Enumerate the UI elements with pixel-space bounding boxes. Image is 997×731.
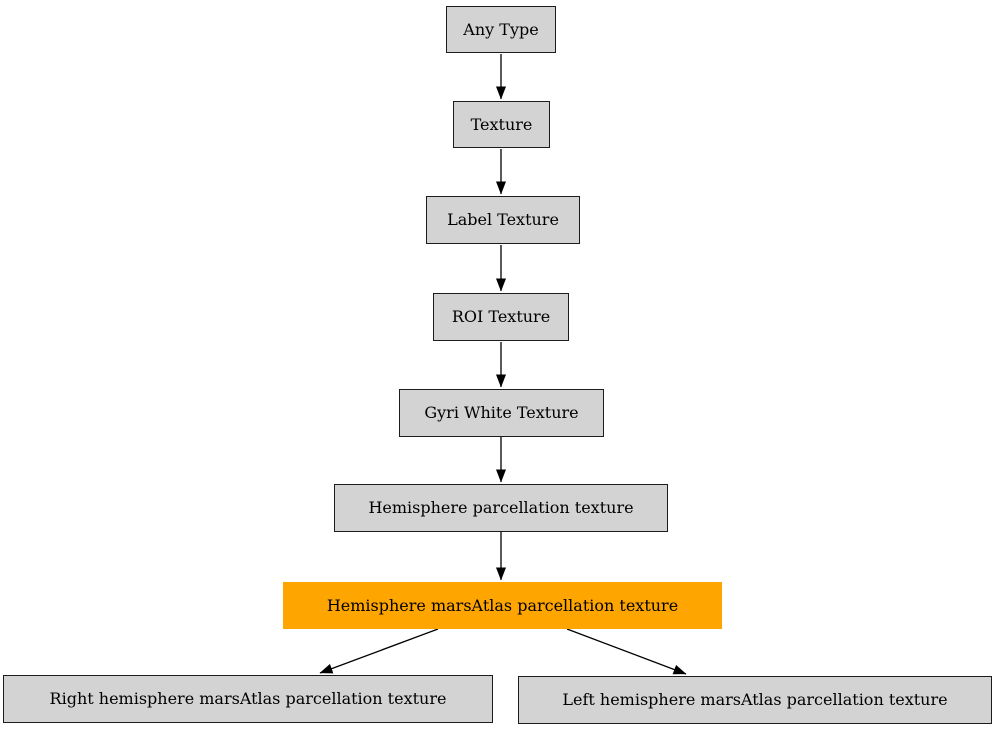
node-hemisphere-marsatlas-parcellation-texture[interactable]: Hemisphere marsAtlas parcellation textur… [283, 582, 722, 629]
edge-marsatlas-to-right-hemisphere [319, 628, 439, 674]
node-left-hemisphere-marsatlas-parcellation-texture[interactable]: Left hemisphere marsAtlas parcellation t… [518, 676, 992, 724]
edge-marsatlas-to-left-hemisphere [566, 628, 687, 675]
node-any-type[interactable]: Any Type [446, 6, 556, 53]
node-roi-texture[interactable]: ROI Texture [433, 293, 569, 341]
node-gyri-white-texture[interactable]: Gyri White Texture [399, 389, 604, 437]
node-hemisphere-parcellation-texture[interactable]: Hemisphere parcellation texture [334, 484, 668, 532]
node-right-hemisphere-marsatlas-parcellation-texture[interactable]: Right hemisphere marsAtlas parcellation … [3, 675, 493, 723]
node-texture[interactable]: Texture [453, 101, 550, 148]
node-label-texture[interactable]: Label Texture [426, 196, 580, 244]
